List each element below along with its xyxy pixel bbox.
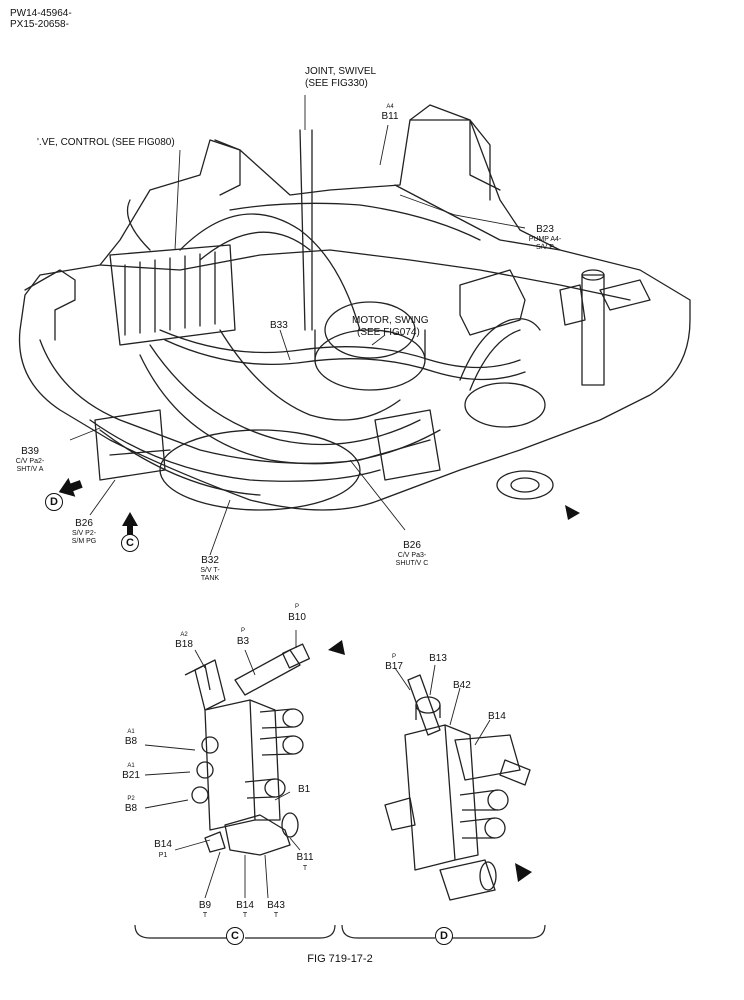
view-marker-d: D <box>45 493 63 511</box>
view-marker-c: C <box>121 534 139 552</box>
label-d-b14: B14 <box>488 711 506 722</box>
label-c-b11: B11 <box>296 852 314 863</box>
label-b23-sub1: PUMP A4- <box>528 236 562 243</box>
label-c-b14b: B14 <box>236 900 254 911</box>
label-b39: B39 <box>21 446 39 457</box>
label-c-b18: B18 <box>175 639 193 650</box>
label-c-b9: B9 <box>198 900 212 911</box>
label-b39-sub2: SHT/V A <box>16 466 44 473</box>
label-c-b14b-sub: T <box>242 912 248 919</box>
label-motor-swing-see: (SEE FIG074) <box>357 327 420 338</box>
label-c-b21: B21 <box>122 770 140 781</box>
part-number-line-2: PX15-20658- <box>10 19 69 30</box>
label-c-b8b-small: P2 <box>127 796 135 802</box>
label-b26-right-sub2: SHUT/V C <box>395 560 429 567</box>
label-b26-right: B26 <box>403 540 421 551</box>
part-number-line-1: PW14-45964- <box>10 8 72 19</box>
label-b32: B32 <box>201 555 219 566</box>
label-c-b14-sub: P1 <box>158 852 168 859</box>
arrow-detail-c <box>328 640 345 655</box>
label-b32-sub1: S/V T- <box>200 567 220 574</box>
label-b11-top-small: A4 <box>386 104 394 110</box>
label-d-b42: B42 <box>453 680 471 691</box>
arrow-front-top <box>565 505 580 520</box>
label-c-b8b: B8 <box>124 803 138 814</box>
frame-outline <box>18 104 691 511</box>
label-b26-left-sub1: S/V P2- <box>71 530 97 537</box>
label-c-b8a-small: A1 <box>127 729 135 735</box>
label-joint-swivel: JOINT, SWIVEL <box>305 66 377 77</box>
label-b23: B23 <box>536 224 554 235</box>
label-c-b3-small: P <box>240 628 246 634</box>
label-c-b14: B14 <box>154 839 172 850</box>
label-d-b17: B17 <box>385 661 403 672</box>
label-c-b1: B1 <box>298 784 311 795</box>
label-valve-control: '.VE, CONTROL (SEE FIG080) <box>37 137 175 148</box>
label-c-b18-small: A2 <box>180 632 188 638</box>
label-joint-swivel-see: (SEE FIG330) <box>305 78 368 89</box>
label-c-b10-small: P <box>294 604 300 610</box>
label-c-b8a: B8 <box>124 736 138 747</box>
label-b32-sub2: TANK <box>200 575 220 582</box>
label-d-b13: B13 <box>429 653 447 664</box>
arrow-detail-d <box>515 863 532 882</box>
label-b23-sub2: S/V P <box>536 244 554 251</box>
label-motor-swing: MOTOR, SWING <box>352 315 429 326</box>
label-c-b11-sub: T <box>302 865 308 872</box>
arrow-c <box>122 512 138 536</box>
label-c-b43-sub: T <box>273 912 279 919</box>
label-b26-left-sub2: S/M PG <box>71 538 97 545</box>
label-b26-left: B26 <box>75 518 93 529</box>
label-c-b9-sub: T <box>202 912 208 919</box>
label-b39-sub1: C/V Pa2- <box>15 458 45 465</box>
label-c-b3: B3 <box>236 636 250 647</box>
arrow-d <box>58 477 83 497</box>
figure-caption: FIG 719-17-2 <box>307 953 373 965</box>
label-b26-right-sub1: C/V Pa3- <box>397 552 427 559</box>
label-c-b21-small: A1 <box>127 763 135 769</box>
detail-d-marker: D <box>435 927 453 945</box>
detail-c-marker: C <box>226 927 244 945</box>
label-b11-top: B11 <box>381 111 399 122</box>
label-b33: B33 <box>270 320 288 331</box>
label-c-b43: B43 <box>267 900 285 911</box>
label-c-b10: B10 <box>288 612 306 623</box>
label-d-b17-small: P <box>391 654 397 660</box>
